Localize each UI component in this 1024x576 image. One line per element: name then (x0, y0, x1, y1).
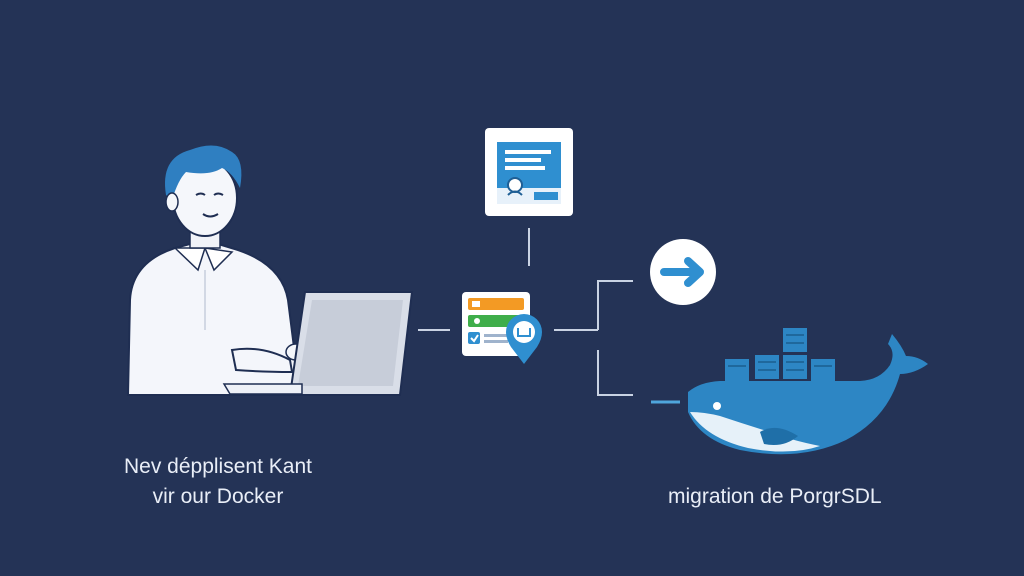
laptop-icon (222, 291, 414, 396)
document-card-icon (485, 128, 573, 216)
arrow-right-circle-icon (650, 239, 716, 305)
migration-caption: migration de PorgrSDL (668, 485, 882, 508)
location-pin-icon (506, 314, 542, 364)
developer-caption-line1: Nev dépplisent Kant (124, 455, 312, 478)
developer-caption-line2: vir our Docker (152, 485, 284, 508)
branch-connector (554, 280, 633, 396)
docker-whale-icon (688, 326, 928, 455)
developer-caption: Nev dépplisent Kant vir our Docker (124, 452, 312, 512)
developer-person-icon (126, 145, 307, 396)
